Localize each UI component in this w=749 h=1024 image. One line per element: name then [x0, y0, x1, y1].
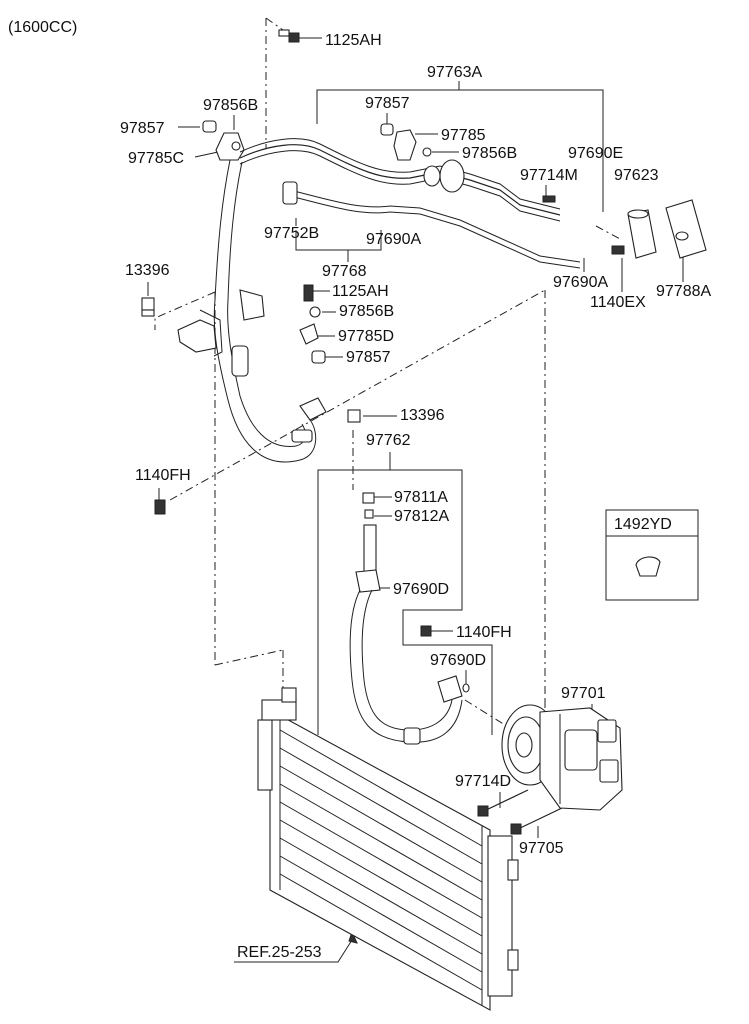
bracket-97785c: [215, 132, 245, 161]
label-1125ah-mid: 1125AH: [332, 283, 389, 300]
receiver-drier-97623: [627, 209, 657, 259]
ref-label: REF.25-253: [237, 944, 322, 961]
bolt-97856b-mid: [422, 147, 432, 157]
suction-hose-97763a: [239, 138, 561, 222]
bolt-1140fh-left: [154, 499, 166, 515]
hose-assembly-97762: [349, 524, 463, 745]
label-97785d: 97785D: [338, 328, 394, 345]
pipe-with-bracket-left: [177, 309, 223, 357]
core-97812a: [364, 509, 374, 519]
label-97856b-low: 97856B: [339, 303, 394, 320]
label-97856b-left: 97856B: [203, 97, 258, 114]
bolt-1125ah-mid: [303, 284, 314, 302]
nut-13396-left: [141, 297, 155, 317]
oring-97690d-lower: [462, 683, 470, 693]
label-97705: 97705: [519, 840, 564, 857]
label-97623: 97623: [614, 167, 659, 184]
label-97752b: 97752B: [264, 225, 319, 242]
label-13396-left: 13396: [125, 262, 170, 279]
bolt-1125ah-top: [278, 29, 300, 43]
label-97690a-mid: 97690A: [366, 231, 421, 248]
label-1140fh-right: 1140FH: [456, 624, 512, 641]
condenser-fins: [279, 729, 483, 991]
label-97857-low: 97857: [346, 349, 391, 366]
bolt-97714d: [477, 789, 529, 817]
liquid-tube-97768: [282, 181, 581, 269]
label-97763a: 97763A: [427, 64, 482, 81]
label-97812a: 97812A: [394, 508, 449, 525]
compressor-97701: [501, 704, 623, 811]
bolt-97705: [510, 807, 563, 835]
label-97690a-right: 97690A: [553, 274, 608, 291]
bracket-97785d: [299, 323, 319, 345]
label-1140ex: 1140EX: [590, 294, 646, 311]
label-97690d-lower: 97690D: [430, 652, 486, 669]
clip-97857-left: [202, 120, 217, 133]
bolt-1140fh-right: [420, 625, 432, 637]
leader-lines: [147, 37, 684, 963]
label-97785c: 97785C: [128, 150, 184, 167]
cover-97788a: [665, 199, 707, 259]
clip-97857-low: [311, 350, 326, 364]
label-97701: 97701: [561, 685, 606, 702]
clip-1492yd-box: [605, 509, 699, 601]
label-97714d: 97714D: [455, 773, 511, 790]
cap-97811a: [362, 492, 375, 504]
bolt-1140ex: [611, 245, 625, 255]
discharge-hose-left: [213, 159, 327, 463]
label-97788a: 97788A: [656, 283, 711, 300]
label-97857-left: 97857: [120, 120, 165, 137]
label-97857-mid: 97857: [365, 95, 410, 112]
label-97811a: 97811A: [394, 489, 448, 506]
label-97714m: 97714M: [520, 167, 578, 184]
label-13396-center: 13396: [400, 407, 445, 424]
label-97690d-upper: 97690D: [393, 581, 449, 598]
bracket-97785-mid: [393, 129, 417, 161]
label-97690e: 97690E: [568, 145, 623, 162]
bolt-97714m: [542, 195, 556, 203]
label-1125ah-top: 1125AH: [325, 32, 382, 49]
engine-label: (1600CC): [8, 19, 77, 36]
label-1140fh-left: 1140FH: [135, 467, 191, 484]
bolt-97856b-low: [309, 306, 321, 318]
label-97785-mid: 97785: [441, 127, 486, 144]
nut-13396-center: [347, 409, 361, 423]
label-97762: 97762: [366, 432, 411, 449]
label-97768: 97768: [322, 263, 367, 280]
label-97856b-mid: 97856B: [462, 145, 517, 162]
condenser: [257, 687, 519, 1011]
clip-97857-mid: [380, 123, 394, 136]
label-1492yd: 1492YD: [614, 516, 672, 533]
